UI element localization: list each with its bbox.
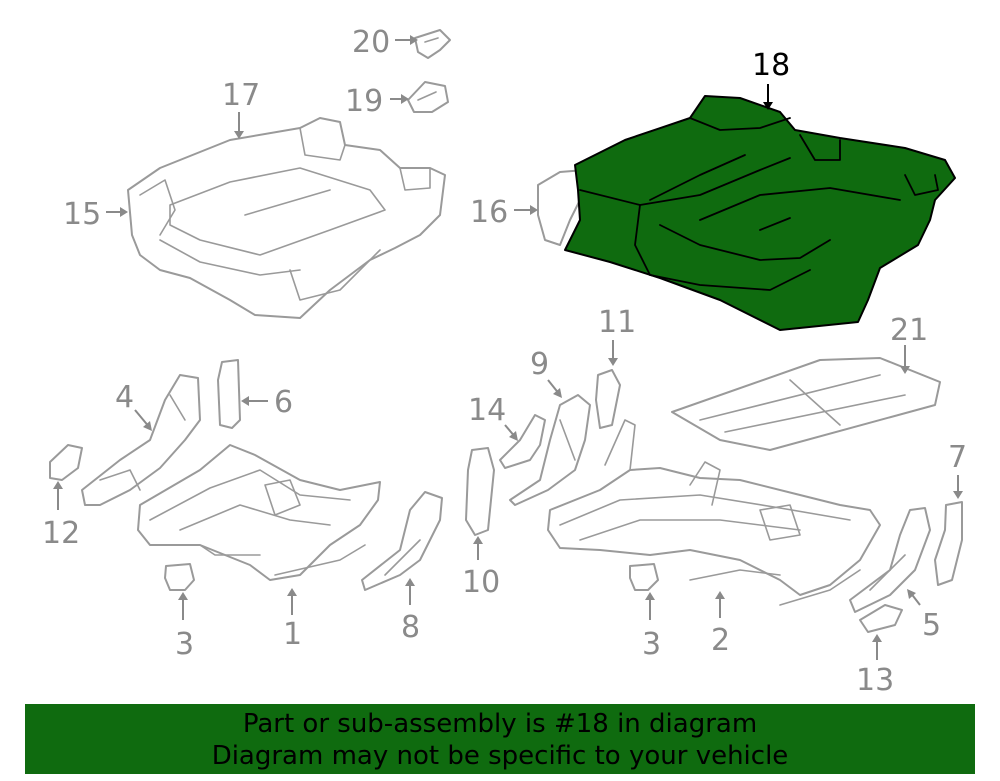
leader-lines — [53, 35, 963, 660]
callout-14: 14 — [468, 393, 506, 428]
part-6-bracket[interactable] — [217, 359, 241, 429]
callout-10: 10 — [462, 565, 500, 600]
part-11-bracket[interactable] — [595, 369, 621, 429]
callout-4: 4 — [115, 380, 134, 415]
callout-7: 7 — [948, 440, 967, 475]
part-18-seat-cushion-highlight[interactable] — [564, 95, 956, 331]
callout-6: 6 — [274, 385, 293, 420]
callout-21: 21 — [890, 313, 928, 348]
callout-20: 20 — [352, 25, 390, 60]
banner-line-2: Diagram may not be specific to your vehi… — [211, 741, 789, 771]
callout-2: 2 — [711, 623, 730, 658]
part-3-clip-left[interactable] — [164, 563, 195, 591]
part-21-panel[interactable] — [671, 357, 941, 451]
part-16-side-cover[interactable] — [537, 169, 586, 246]
part-9-side-trim[interactable] — [509, 394, 591, 506]
part-1-seat-frame[interactable] — [137, 444, 381, 581]
callout-11: 11 — [598, 305, 636, 340]
part-20-bracket[interactable] — [414, 29, 451, 59]
part-10-bracket[interactable] — [465, 447, 495, 536]
callout-5: 5 — [922, 608, 941, 643]
part-4-side-trim[interactable] — [81, 374, 201, 506]
part-19-bracket[interactable] — [407, 81, 449, 113]
callout-18: 18 — [752, 48, 790, 83]
part-3-clip-right[interactable] — [629, 563, 659, 591]
callout-13: 13 — [856, 663, 894, 698]
part-7-bracket[interactable] — [934, 501, 963, 586]
callout-1: 1 — [283, 617, 302, 652]
callout-12: 12 — [42, 516, 80, 551]
part-12-cover[interactable] — [49, 444, 83, 481]
callout-3b: 3 — [642, 627, 661, 662]
left-seat-cushion[interactable] — [127, 117, 446, 319]
callout-15: 15 — [63, 197, 101, 232]
part-14-bracket[interactable] — [499, 414, 546, 469]
callout-17: 17 — [222, 78, 260, 113]
callout-labels: 20 19 17 15 16 18 21 4 6 12 3 1 8 9 14 1… — [42, 25, 967, 698]
callout-16: 16 — [470, 195, 508, 230]
banner-line-1: Part or sub-assembly is #18 in diagram — [242, 709, 758, 739]
callout-3a: 3 — [175, 627, 194, 662]
callout-8: 8 — [401, 610, 420, 645]
callout-9: 9 — [530, 347, 549, 382]
part-8-side-trim[interactable] — [361, 491, 443, 591]
part-5-side-trim[interactable] — [849, 507, 931, 613]
part-2-seat-frame[interactable] — [547, 419, 881, 606]
callout-19: 19 — [345, 84, 383, 119]
part-13-cover[interactable] — [859, 604, 903, 633]
notice-banner: Part or sub-assembly is #18 in diagram D… — [25, 704, 975, 774]
